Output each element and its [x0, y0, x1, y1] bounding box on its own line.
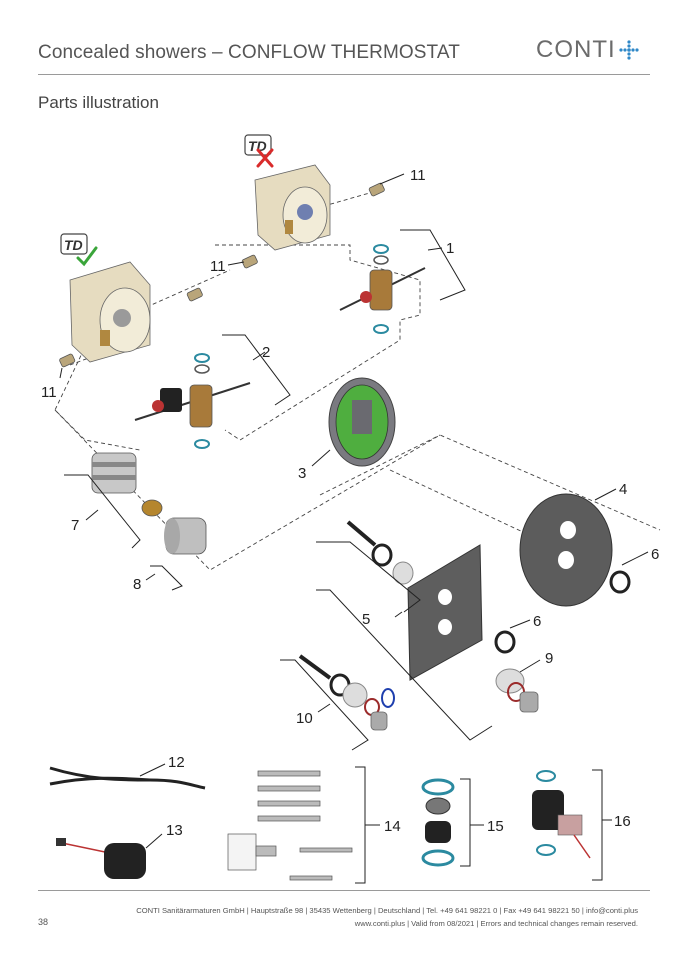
- callout-5: 5: [362, 611, 370, 628]
- seal-ring: [609, 570, 631, 594]
- section-title: Parts illustration: [38, 93, 159, 112]
- callout-1: 1: [446, 240, 454, 257]
- conti-logo: CONTI: [536, 36, 640, 64]
- round-rosette: [519, 493, 613, 607]
- callout-6b: 6: [533, 613, 541, 630]
- cartridge: [91, 452, 163, 517]
- mounting-plate: [328, 377, 396, 467]
- td-badge-no: TD: [244, 134, 274, 168]
- callout-11b: 11: [210, 258, 226, 275]
- thermostat-valve-1: [339, 244, 426, 334]
- thermostat-valve-2: [134, 353, 251, 449]
- callout-2: 2: [262, 344, 270, 361]
- check-icon: [76, 246, 98, 267]
- callout-10: 10: [296, 710, 313, 727]
- callout-leaders: [59, 173, 649, 884]
- page-number: 38: [38, 917, 49, 927]
- callout-7: 7: [71, 517, 79, 534]
- page-title: Concealed showers – CONFLOW THERMOSTAT: [38, 42, 460, 63]
- cross-icon: [256, 148, 274, 168]
- svg-text:TD: TD: [64, 237, 83, 253]
- seal-ring: [494, 630, 516, 654]
- housing-box-lower: [69, 261, 151, 363]
- callout-11c: 11: [41, 384, 57, 401]
- screw-set: [227, 770, 353, 881]
- callout-14: 14: [384, 818, 401, 835]
- callout-8: 8: [133, 576, 141, 593]
- housing-box-upper: [254, 164, 331, 251]
- motor: [56, 838, 146, 879]
- callout-3: 3: [298, 465, 306, 482]
- y-cable: [49, 766, 206, 790]
- solenoid-valve: [532, 770, 591, 859]
- callout-12: 12: [168, 754, 185, 771]
- callout-6: 6: [651, 546, 659, 563]
- handle-knob-9: [495, 668, 539, 713]
- footer-company-line: CONTI Sanitärarmaturen GmbH | Hauptstraß…: [136, 906, 638, 915]
- td-badge-ok: TD: [60, 233, 98, 267]
- logo-text: CONTI: [536, 36, 616, 63]
- parts-illustration: TD TD: [41, 134, 661, 884]
- callout-13: 13: [166, 822, 183, 839]
- callout-numbers: 1 2 3 4 5 6 6 7 8 9 10 11 11 11 12 13 14…: [41, 167, 659, 839]
- footer-divider: [38, 890, 650, 891]
- actuator: [164, 517, 207, 555]
- callout-11a: 11: [410, 167, 426, 184]
- filter-set: [421, 778, 455, 867]
- svg-text:TD: TD: [248, 138, 267, 154]
- callout-16: 16: [614, 813, 631, 830]
- callout-15: 15: [487, 818, 504, 835]
- plus-dots-icon: [619, 40, 639, 60]
- square-cover-plate: [407, 544, 483, 681]
- callout-4: 4: [619, 481, 627, 498]
- handle-set-upper: [346, 520, 414, 585]
- plug-parts: [59, 182, 385, 368]
- handle-knob-10: [298, 654, 395, 731]
- header-divider: [38, 74, 650, 75]
- footer-web-line: www.conti.plus | Valid from 08/2021 | Er…: [354, 919, 638, 928]
- callout-9: 9: [545, 650, 553, 667]
